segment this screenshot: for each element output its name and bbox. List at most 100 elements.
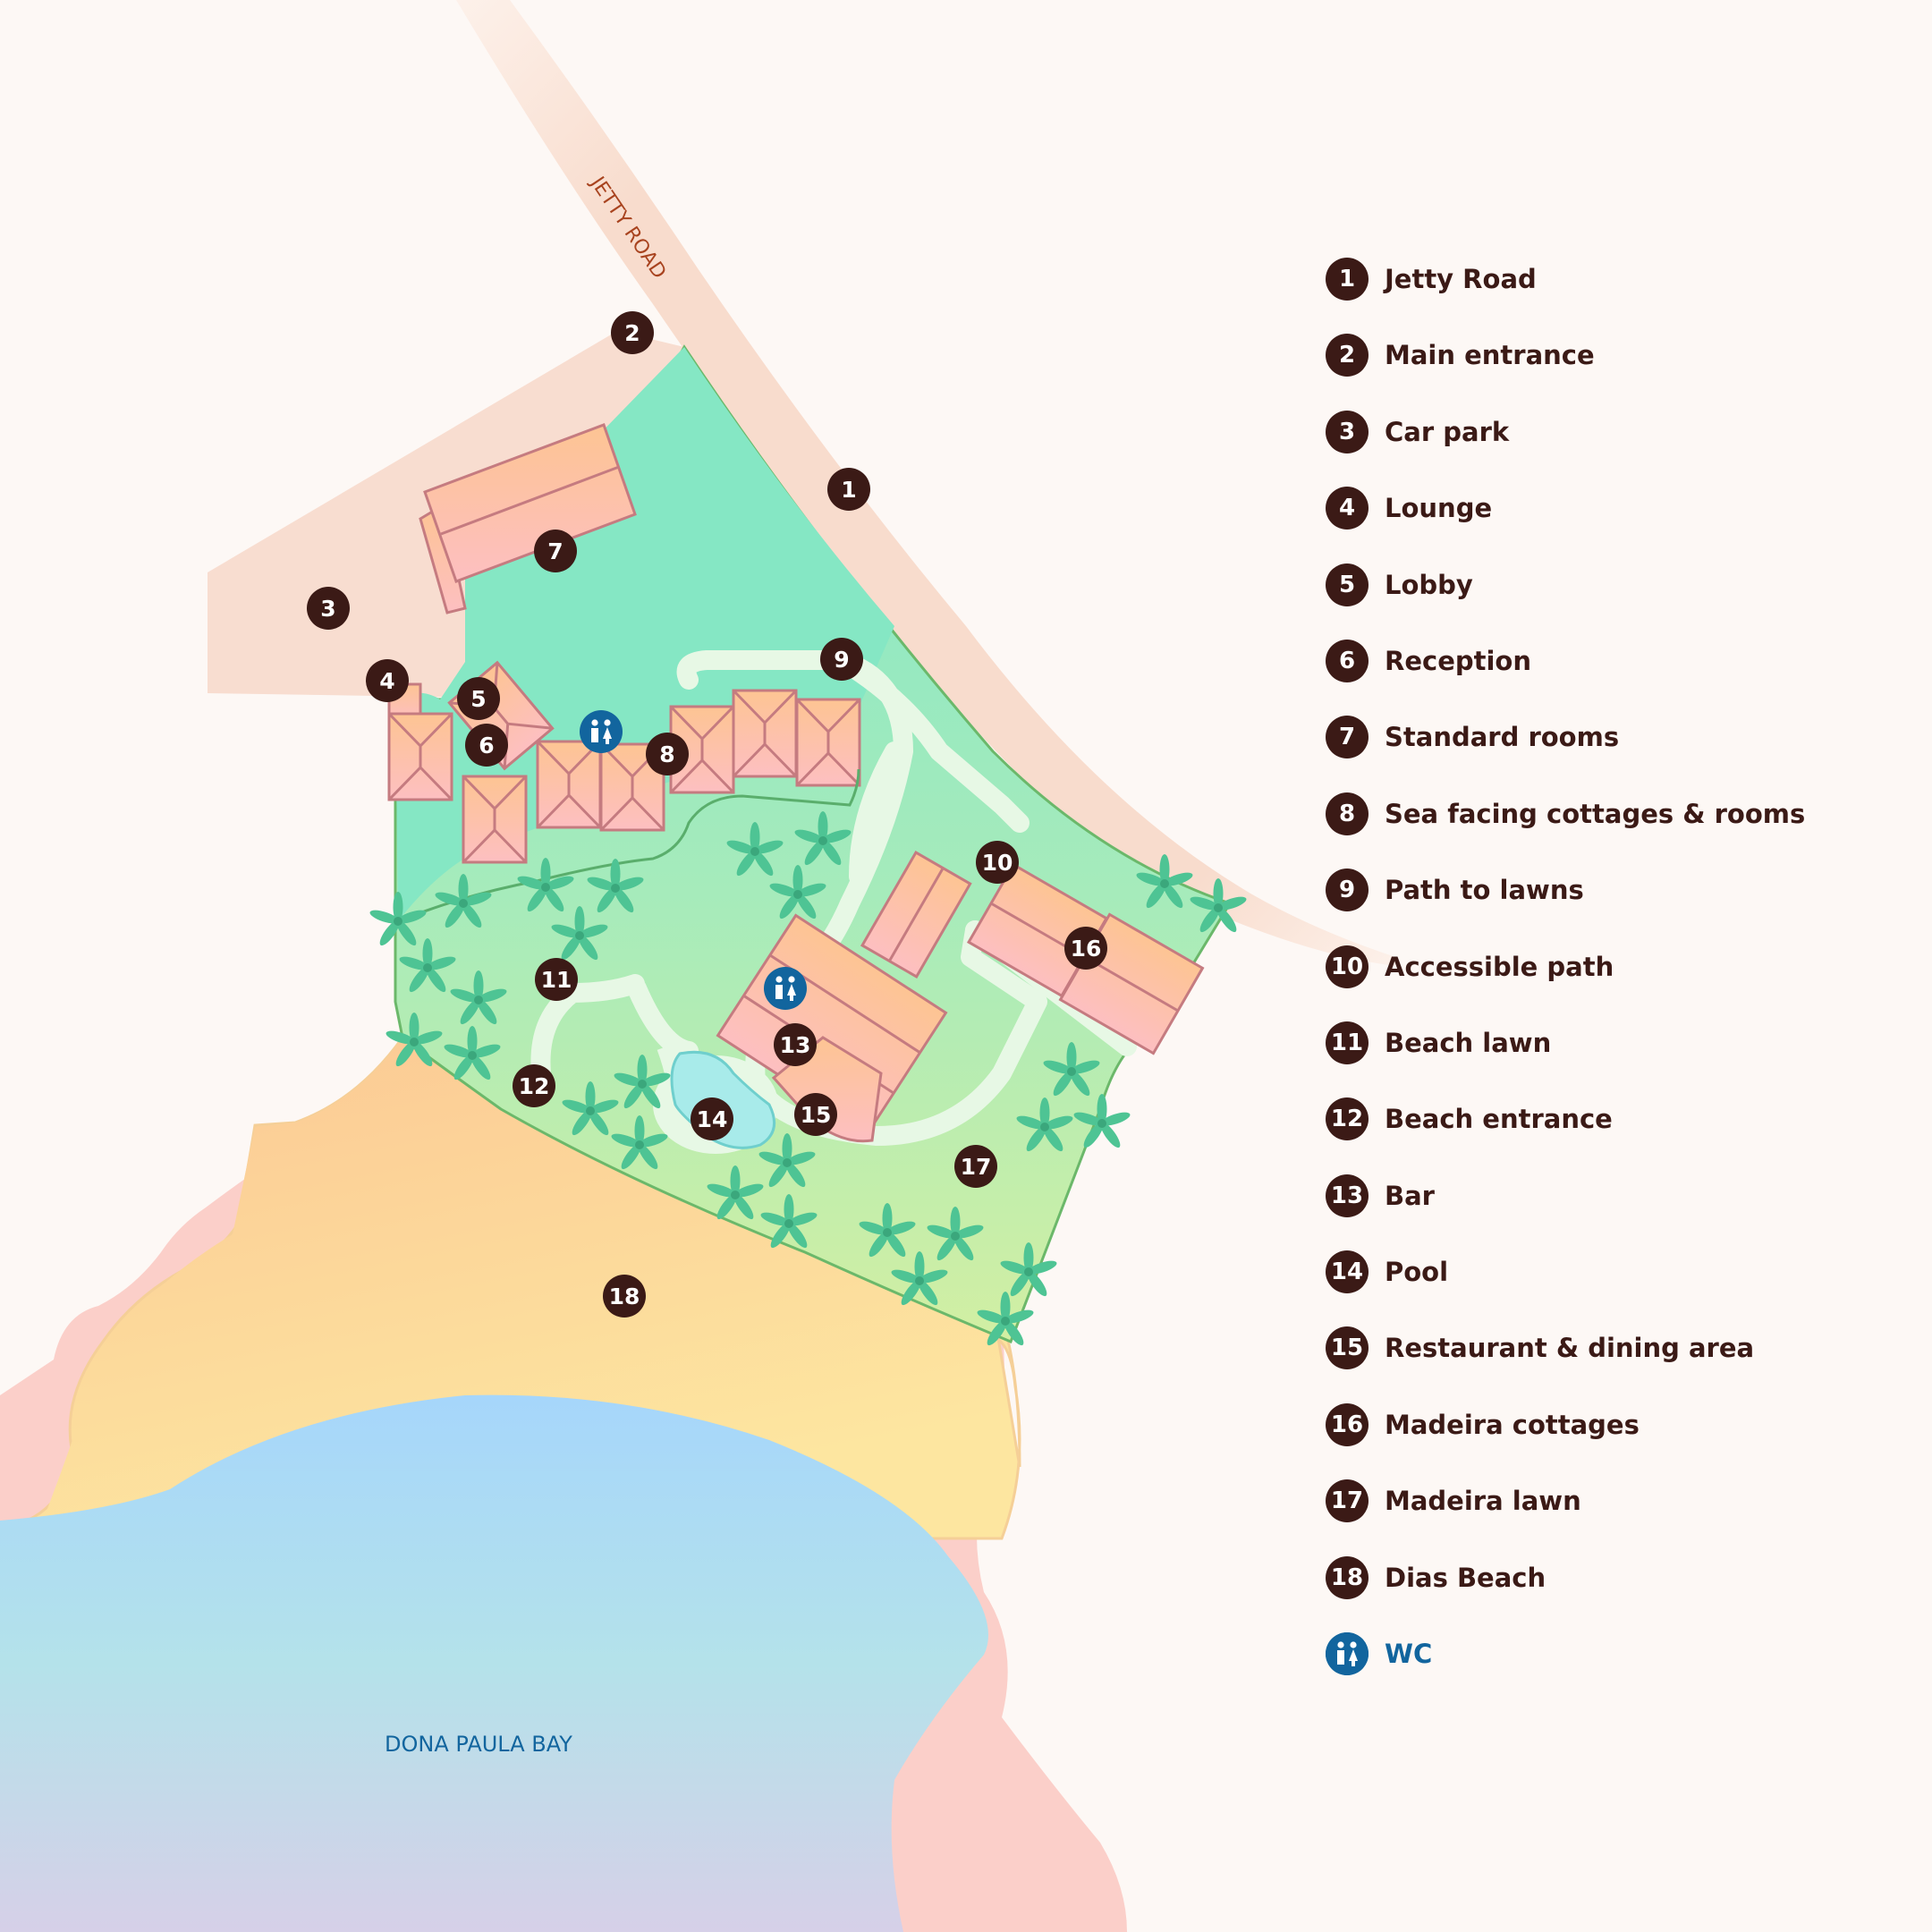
legend-label: Reception (1385, 645, 1531, 676)
map-marker-10[interactable]: 10 (976, 841, 1019, 884)
legend-badge: 7 (1326, 716, 1368, 759)
legend-item: 17 Madeira lawn (1322, 1479, 1912, 1555)
map-marker-badge[interactable] (646, 733, 689, 775)
map-marker-3[interactable]: 3 (307, 587, 350, 630)
map-marker-number: 11 (541, 967, 572, 993)
map-marker-number: 18 (609, 1284, 640, 1309)
map-marker-badge[interactable] (820, 638, 863, 681)
map-marker-badge[interactable] (465, 724, 508, 767)
map-marker-9[interactable]: 9 (820, 638, 863, 681)
legend-label: Accessible path (1385, 951, 1614, 982)
legend-item: 18 Dias Beach (1322, 1555, 1912, 1632)
map-marker-badge[interactable] (513, 1064, 555, 1107)
map-marker-badge[interactable] (954, 1145, 997, 1188)
legend-label: Path to lawns (1385, 875, 1584, 906)
wc-icon[interactable] (580, 710, 623, 753)
map-marker-badge[interactable] (535, 958, 578, 1001)
map-marker-number: 10 (982, 850, 1013, 876)
legend-label: Bar (1385, 1180, 1435, 1211)
map-marker-7[interactable]: 7 (534, 530, 577, 572)
map-marker-badge[interactable] (827, 468, 870, 511)
legend-label: Sea facing cottages & rooms (1385, 798, 1806, 829)
map-marker-13[interactable]: 13 (774, 1023, 817, 1066)
map-marker-number: 2 (624, 320, 640, 346)
map-marker-2[interactable]: 2 (611, 311, 654, 354)
legend-label: Beach lawn (1385, 1027, 1552, 1058)
map-marker-badge[interactable] (691, 1097, 733, 1140)
legend-label: Pool (1385, 1257, 1449, 1288)
map-marker-badge[interactable] (457, 677, 500, 720)
map-marker-16[interactable]: 16 (1064, 927, 1107, 970)
map-marker-number: 17 (961, 1154, 992, 1180)
map-marker-number: 8 (659, 741, 674, 767)
legend-label: Main entrance (1385, 340, 1595, 371)
map-marker-badge[interactable] (603, 1275, 646, 1318)
map-marker-number: 14 (697, 1106, 728, 1132)
bay-label: DONA PAULA BAY (385, 1732, 572, 1757)
legend-item: 6 Reception (1322, 639, 1912, 716)
legend-badge: 10 (1326, 945, 1368, 988)
legend-label: Lobby (1385, 569, 1473, 600)
map-marker-12[interactable]: 12 (513, 1064, 555, 1107)
legend-badge: 3 (1326, 410, 1368, 453)
map-marker-number: 13 (780, 1032, 811, 1058)
legend-item-wc: WC (1322, 1632, 1912, 1708)
legend-badge: 13 (1326, 1174, 1368, 1217)
map-marker-15[interactable]: 15 (794, 1093, 837, 1136)
map-marker-badge[interactable] (611, 311, 654, 354)
map-marker-number: 7 (547, 538, 563, 564)
map-marker-badge[interactable] (774, 1023, 817, 1066)
map-marker-number: 1 (841, 477, 856, 503)
map-marker-badge[interactable] (307, 587, 350, 630)
legend-label: Madeira lawn (1385, 1486, 1581, 1517)
legend-badge: 18 (1326, 1555, 1368, 1599)
map-marker-number: 5 (470, 686, 486, 712)
jetty-road (456, 0, 1395, 966)
map-marker-badge[interactable] (366, 659, 409, 702)
legend-item: 3 Car park (1322, 410, 1912, 487)
legend-label: Madeira cottages (1385, 1409, 1640, 1440)
legend-label-wc: WC (1385, 1639, 1433, 1670)
legend-badge: 5 (1326, 563, 1368, 606)
legend-badge: 17 (1326, 1479, 1368, 1523)
map-marker-11[interactable]: 11 (535, 958, 578, 1001)
map-marker-8[interactable]: 8 (646, 733, 689, 775)
map-marker-number: 12 (519, 1073, 550, 1099)
legend-label: Dias Beach (1385, 1562, 1546, 1593)
legend-badge: 2 (1326, 334, 1368, 377)
map-marker-17[interactable]: 17 (954, 1145, 997, 1188)
wc-icon (1326, 1632, 1368, 1676)
map-marker-14[interactable]: 14 (691, 1097, 733, 1140)
map-marker-18[interactable]: 18 (603, 1275, 646, 1318)
wc-icon[interactable] (764, 967, 807, 1010)
legend-label: Car park (1385, 416, 1510, 447)
legend-badge: 12 (1326, 1097, 1368, 1141)
lawn-edge (397, 768, 860, 923)
map-marker-6[interactable]: 6 (465, 724, 508, 767)
map-marker-1[interactable]: 1 (827, 468, 870, 511)
legend-badge: 4 (1326, 487, 1368, 530)
map-marker-badge[interactable] (794, 1093, 837, 1136)
map-marker-badge[interactable] (534, 530, 577, 572)
building-standard-rooms (419, 423, 637, 614)
map-marker-5[interactable]: 5 (457, 677, 500, 720)
map-marker-number: 4 (379, 668, 394, 694)
map-marker-4[interactable]: 4 (366, 659, 409, 702)
legend-badge: 6 (1326, 639, 1368, 682)
legend-badge: 16 (1326, 1402, 1368, 1446)
map-marker-badge[interactable] (1064, 927, 1107, 970)
map-marker-badge[interactable] (976, 841, 1019, 884)
beach-sand (36, 1038, 1015, 1538)
